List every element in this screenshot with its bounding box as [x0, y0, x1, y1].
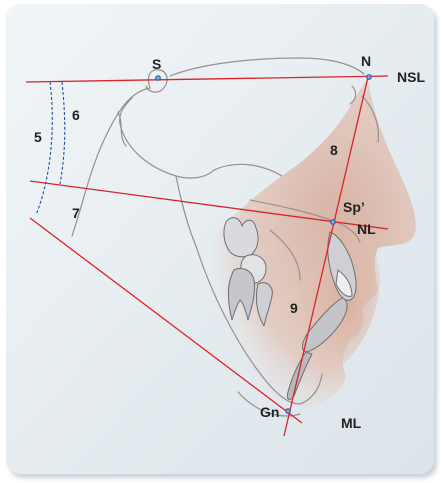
- label-angle-5: 5: [34, 129, 42, 145]
- point-gn-marker: [286, 409, 291, 414]
- label-point-s: S: [152, 56, 161, 72]
- point-s-marker: [156, 76, 161, 81]
- label-angle-6: 6: [72, 107, 80, 123]
- upper-molar: [224, 218, 258, 257]
- label-line-nl: NL: [357, 221, 376, 237]
- label-point-n: N: [361, 53, 371, 69]
- label-line-ml: ML: [341, 415, 362, 431]
- label-point-gn: Gn: [260, 404, 279, 420]
- label-angle-8: 8: [330, 142, 338, 158]
- point-sp-marker: [331, 220, 336, 225]
- label-angle-9: 9: [290, 300, 298, 316]
- label-point-sp: Sp’: [343, 199, 365, 215]
- point-n-marker: [367, 75, 372, 80]
- label-line-nsl: NSL: [397, 69, 425, 85]
- label-angle-7: 7: [72, 205, 80, 221]
